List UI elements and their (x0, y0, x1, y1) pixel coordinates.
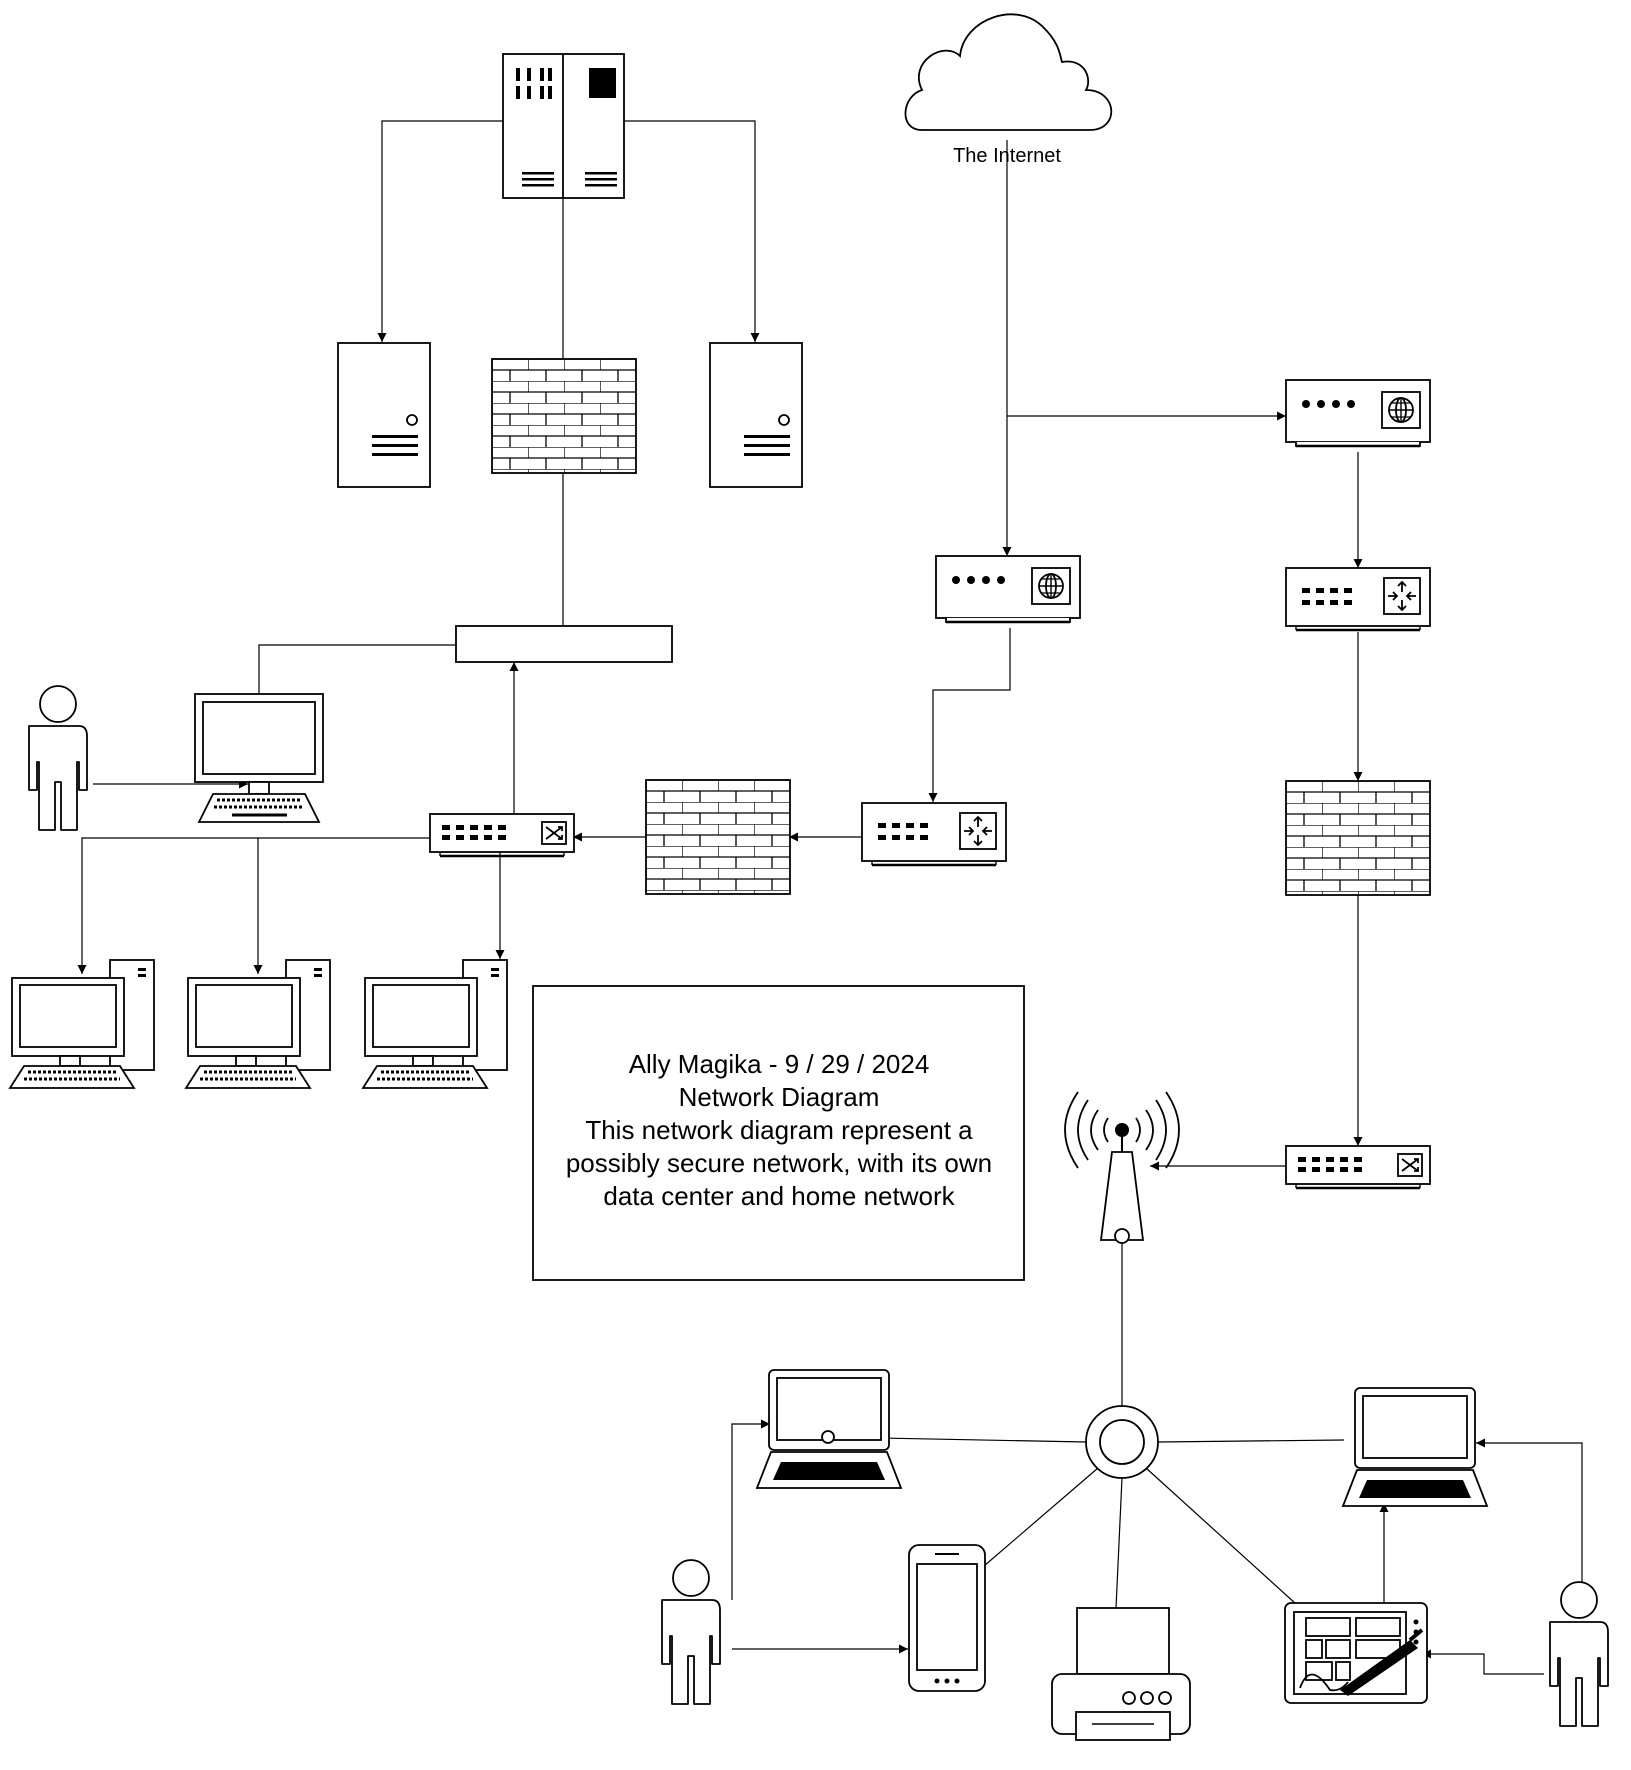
desktop-computer-1 (8, 958, 156, 1090)
cloud-icon (904, 13, 1113, 131)
firewall-left (491, 358, 637, 474)
user-icon-home-bottom-right (1549, 1581, 1609, 1727)
desktop-computer-3 (361, 958, 509, 1090)
firewall-middle (645, 779, 791, 895)
note-line-1: Ally Magika - 9 / 29 / 2024 (629, 1049, 930, 1079)
link-rack-tower-right (624, 120, 760, 342)
link-hub-laptop-right (1157, 1439, 1345, 1443)
laptop-left (756, 1369, 902, 1489)
link-bar-monitor (258, 644, 456, 694)
link-user-left-laptop-left (731, 1419, 770, 1600)
link-hub-phone (983, 1467, 1099, 1567)
modem-right (1284, 378, 1432, 448)
server-tower-right (709, 342, 803, 488)
switch-right (1284, 1144, 1432, 1190)
note-box: Ally Magika - 9 / 29 / 2024 Network Diag… (532, 985, 1025, 1281)
internet-cloud: The Internet (904, 13, 1113, 167)
switch-left (428, 812, 576, 858)
router-left (860, 801, 1008, 867)
link-hub-tablet (1145, 1467, 1297, 1605)
note-line-3: This network diagram represent a (585, 1115, 973, 1145)
link-user-right-laptop-right (1476, 1438, 1583, 1582)
desktop-monitor (193, 692, 325, 824)
laptop-connector (821, 1430, 835, 1444)
link-modem-left-router-left (928, 628, 1011, 802)
desktop-computer-2 (184, 958, 332, 1090)
rack-server (502, 53, 625, 199)
tablet-icon (1284, 1602, 1428, 1704)
server-rack-icon (502, 53, 625, 199)
note-line-5: data center and home network (603, 1181, 955, 1211)
printer-icon (1051, 1607, 1191, 1741)
user-icon-home-bottom-left (661, 1559, 721, 1705)
hub-icon (1085, 1405, 1159, 1479)
modem-left (934, 554, 1082, 624)
laptop-right (1342, 1387, 1488, 1507)
patch-panel-bar (455, 625, 673, 663)
firewall-right (1285, 780, 1431, 896)
cloud-label: The Internet (953, 145, 1061, 167)
note-line-4: possibly secure network, with its own (566, 1148, 992, 1178)
link-switch-left-pc-1 (77, 837, 430, 974)
user-icon-home-left (28, 685, 88, 831)
smartphone-icon (908, 1544, 986, 1692)
note-line-2: Network Diagram (679, 1082, 880, 1112)
server-tower-left (337, 342, 431, 488)
link-rack-tower-left (377, 116, 512, 342)
link-user-right-tablet (1422, 1649, 1544, 1675)
router-right (1284, 566, 1432, 632)
connectors (77, 116, 1583, 1675)
wireless-tower-icon (1064, 1091, 1180, 1244)
link-hub-printer (1115, 1477, 1123, 1609)
